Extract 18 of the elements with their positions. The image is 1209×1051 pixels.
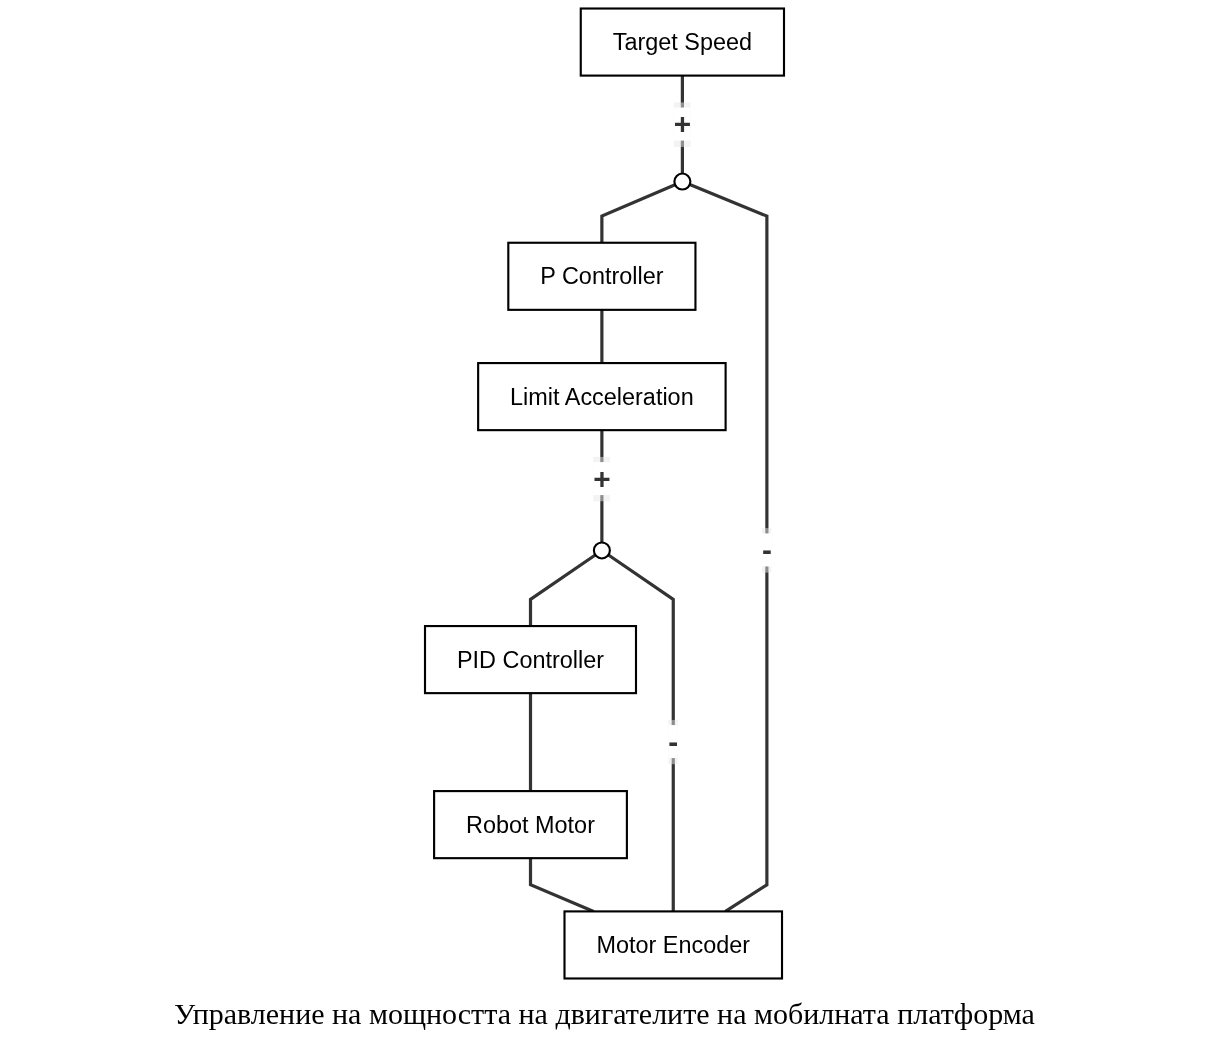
connector [600,183,676,243]
node-box: PID Controller [423,625,638,695]
node-box: Target Speed [579,7,786,77]
node-box: Motor Encoder [563,910,784,980]
node-circle [592,541,611,560]
connector [528,693,533,792]
edge-label: - [668,725,679,759]
caption: Управление на мощността на двигателите на мобилната платформа [174,997,1035,1031]
edge-label: + [593,462,611,496]
node-box: P Controller [507,241,697,311]
connector [607,553,675,912]
edge-label: - [761,533,772,567]
connector [528,553,597,627]
node-circle [673,172,692,191]
edge-label: + [673,107,692,141]
node-box: Limit Acceleration [477,362,727,432]
node-box: Robot Motor [433,790,628,860]
connector [600,309,604,364]
